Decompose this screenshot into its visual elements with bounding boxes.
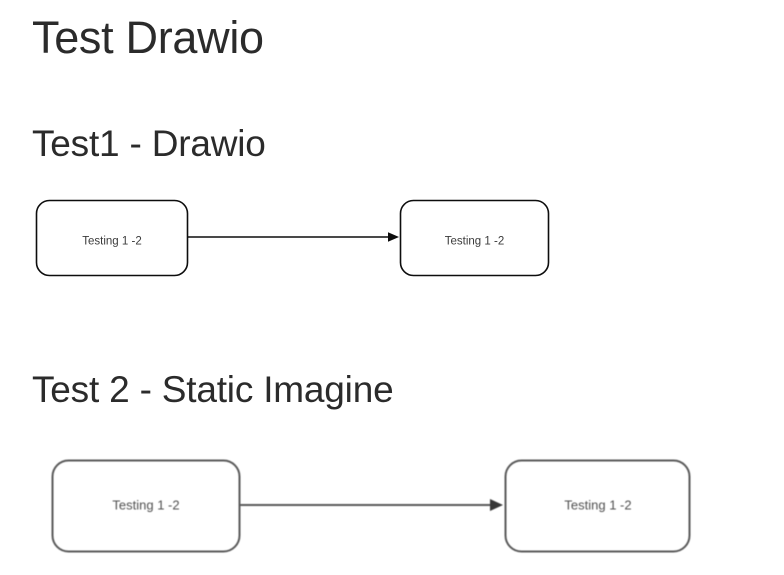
flowchart-connector-arrow[interactable] <box>187 232 399 242</box>
flowchart-drawio-canvas: Testing 1 -2 Testing 1 -2 <box>35 199 550 277</box>
flowchart-static-image: Testing 1 -2 Testing 1 -2 <box>0 445 784 570</box>
page-title: Test Drawio <box>32 12 264 63</box>
flowchart-node-1: Testing 1 -2 <box>51 459 241 553</box>
arrowhead-icon <box>388 232 399 242</box>
node-shape <box>35 199 189 277</box>
flowchart-node-2[interactable]: Testing 1 -2 <box>399 199 550 277</box>
flowchart-node-2: Testing 1 -2 <box>504 459 691 553</box>
node-label: Testing 1 -2 <box>112 497 179 512</box>
flowchart-static-image-canvas: Testing 1 -2 Testing 1 -2 <box>51 459 691 553</box>
node-label: Testing 1 -2 <box>564 497 631 512</box>
node-shape <box>51 459 241 553</box>
node-shape <box>399 199 550 277</box>
arrowhead-icon <box>490 499 503 511</box>
flowchart-node-1[interactable]: Testing 1 -2 <box>35 199 189 277</box>
node-label: Testing 1 -2 <box>82 236 141 248</box>
section-heading-2: Test 2 - Static Imagine <box>32 369 394 410</box>
node-shape <box>504 459 691 553</box>
node-label: Testing 1 -2 <box>445 236 504 248</box>
flowchart-drawio: Testing 1 -2 Testing 1 -2 <box>0 190 784 290</box>
section-heading-1: Test1 - Drawio <box>32 123 266 164</box>
flowchart-connector-arrow <box>240 499 503 511</box>
